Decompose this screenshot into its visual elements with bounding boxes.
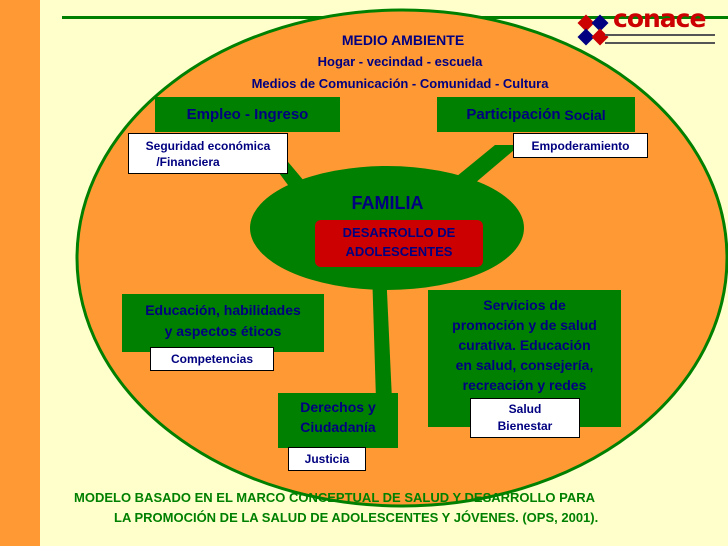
footer-line-1: MODELO BASADO EN EL MARCO CONCEPTUAL DE …	[74, 490, 595, 505]
justicia-label: Justicia	[304, 452, 350, 466]
desarrollo-box	[315, 220, 483, 267]
desarrollo-line-2: ADOLESCENTES	[345, 244, 453, 259]
logo-text: conace	[613, 4, 706, 33]
derechos-line-1: Derechos y	[300, 399, 376, 415]
derechos-box: Derechos y Ciudadanía	[278, 393, 398, 448]
servicios-line-2: promoción y de salud	[452, 317, 597, 333]
competencias-box: Competencias	[150, 347, 274, 371]
bienestar-line: Bienestar	[497, 419, 553, 433]
empleo-box: Empleo - Ingreso	[155, 97, 340, 132]
header-line-3: Medios de Comunicación - Comunidad - Cul…	[251, 76, 549, 91]
educacion-line-2: y aspectos éticos	[164, 323, 282, 339]
empleo-label: Empleo - Ingreso	[186, 106, 309, 123]
servicios-line-1: Servicios de	[483, 297, 566, 313]
competencias-label: Competencias	[170, 352, 254, 366]
participacion-box: Participación Social	[437, 97, 635, 132]
derechos-line-2: Ciudadanía	[300, 419, 376, 435]
servicios-line-4: en salud, consejería,	[455, 357, 594, 373]
salud-bienestar-box: Salud Bienestar	[470, 398, 580, 438]
educacion-line-1: Educación, habilidades	[145, 302, 301, 318]
empoderamiento-box: Empoderamiento	[513, 133, 648, 158]
header-title: MEDIO AMBIENTE	[341, 32, 465, 48]
seguridad-box: Seguridad económica /Financiera	[128, 133, 288, 174]
participacion-label-rest: Social	[560, 106, 606, 123]
header-line-2: Hogar - vecindad - escuela	[317, 54, 483, 69]
connector-derechos	[372, 270, 392, 400]
conace-emblem-icon	[577, 14, 609, 46]
servicios-line-5: recreación y redes	[462, 377, 587, 393]
footer-line-2: LA PROMOCIÓN DE LA SALUD DE ADOLESCENTES…	[114, 510, 599, 525]
left-accent-bar	[0, 0, 40, 546]
educacion-box: Educación, habilidades y aspectos éticos	[122, 294, 324, 352]
seguridad-line-2: /Financiera	[156, 154, 220, 169]
salud-line: Salud	[508, 402, 542, 416]
desarrollo-line-1: DESARROLLO DE	[342, 225, 456, 240]
seguridad-line-1: Seguridad económica	[145, 138, 271, 153]
justicia-box: Justicia	[288, 447, 366, 471]
empoderamiento-label: Empoderamiento	[531, 138, 630, 153]
servicios-line-3: curativa. Educación	[458, 337, 591, 353]
familia-label: FAMILIA	[351, 193, 424, 213]
servicios-box: Servicios de promoción y de salud curati…	[428, 290, 621, 427]
logo-subline	[605, 34, 715, 44]
footer-caption: MODELO BASADO EN EL MARCO CONCEPTUAL DE …	[74, 488, 728, 528]
conace-logo	[574, 13, 718, 51]
participacion-label-bold: Participación	[466, 106, 561, 123]
